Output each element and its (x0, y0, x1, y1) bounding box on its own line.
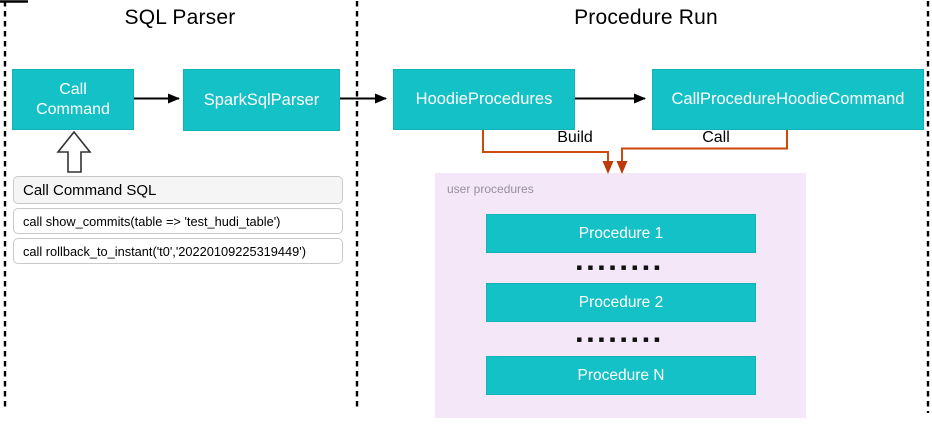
call-command-label: Call Command (36, 80, 110, 118)
procedure-run-section-title: Procedure Run (574, 6, 718, 29)
callprocedurehoodiecommand-node: CallProcedureHoodieCommand (652, 69, 924, 130)
hoodieprocedures-node: HoodieProcedures (393, 69, 575, 130)
sparksqlparser-label: SparkSqlParser (203, 90, 320, 109)
sql-statement-row: call show_commits(table => 'test_hudi_ta… (13, 208, 343, 234)
ellipsis-dots: ▪▪▪▪▪▪▪▪ (576, 263, 665, 273)
user-procedures-panel: user procedures Procedure 1 ▪▪▪▪▪▪▪▪ Pro… (435, 173, 806, 418)
ellipsis-dots: ▪▪▪▪▪▪▪▪ (576, 335, 665, 345)
call-command-node: Call Command (12, 69, 134, 130)
sql-statement-row: call rollback_to_instant('t0','202201092… (13, 238, 343, 264)
procedure-n-label: Procedure N (577, 366, 665, 384)
sparksqlparser-node: SparkSqlParser (183, 69, 340, 131)
sql-parser-section-title: SQL Parser (124, 6, 236, 29)
callprocedurehoodiecommand-label: CallProcedureHoodieCommand (671, 90, 905, 108)
call-command-sql-panel: Call Command SQL call show_commits(table… (13, 176, 343, 268)
procedure-n-node: Procedure N (486, 356, 756, 395)
call-elbow-arrow-icon (616, 128, 788, 174)
procedure-1-node: Procedure 1 (486, 214, 756, 253)
procedure-2-label: Procedure 2 (578, 293, 664, 311)
procedure-1-label: Procedure 1 (578, 224, 664, 242)
build-elbow-arrow-icon (482, 128, 614, 174)
user-procedures-label: user procedures (447, 182, 534, 196)
sql-panel-header: Call Command SQL (13, 176, 343, 204)
procedure-2-node: Procedure 2 (486, 283, 756, 322)
call-edge-label: Call (702, 129, 730, 146)
hoodieprocedures-label: HoodieProcedures (415, 90, 553, 108)
hollow-up-arrow-icon (56, 130, 92, 173)
build-edge-label: Build (557, 129, 593, 146)
